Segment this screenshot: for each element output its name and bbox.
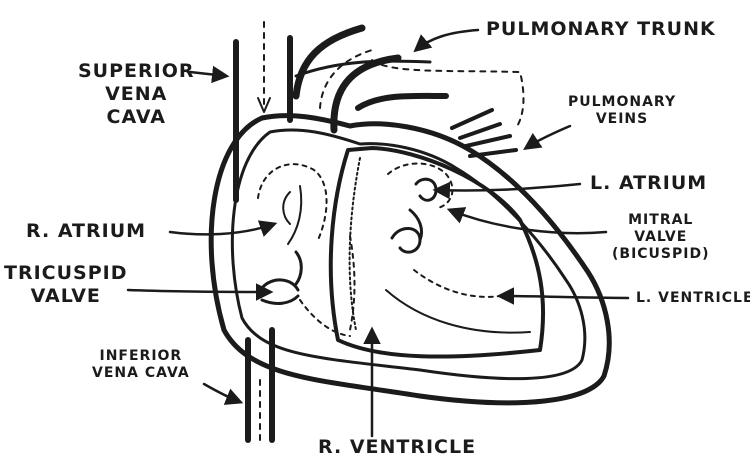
label-tricuspid-valve-line-2: VALVE <box>4 285 127 308</box>
right-ventricle-chamber <box>300 236 355 336</box>
label-superior-vena-cava: SUPERIOR VENA CAVA <box>78 60 195 129</box>
left-atrium-chamber <box>388 164 452 209</box>
label-right-atrium: R. ATRIUM <box>26 220 146 243</box>
label-superior-vena-cava-line-1: SUPERIOR <box>78 60 195 83</box>
pulmonary-veins-vessels <box>452 110 516 156</box>
label-pulmonary-veins: PULMONARY VEINS <box>568 94 676 128</box>
tricuspid-valve-flap <box>262 252 301 303</box>
arrow-mitral-valve <box>450 210 606 233</box>
label-left-atrium: L. ATRIUM <box>590 172 707 195</box>
arrow-left-ventricle <box>500 296 628 298</box>
superior-vena-cava-vessel <box>236 22 290 200</box>
label-mitral-valve-line-3: (BICUSPID) <box>612 246 710 263</box>
label-inferior-vena-cava-line-2: VENA CAVA <box>92 365 190 382</box>
label-pulmonary-trunk: PULMONARY TRUNK <box>486 18 716 41</box>
inferior-vena-cava-vessel <box>248 330 272 440</box>
label-inferior-vena-cava: INFERIOR VENA CAVA <box>92 348 190 382</box>
arrow-right-atrium <box>170 224 274 234</box>
arrow-left-atrium <box>436 184 580 191</box>
label-left-ventricle: L. VENTRICLE <box>636 290 750 307</box>
arrow-tricuspid-valve <box>128 290 270 292</box>
label-right-ventricle: R. VENTRICLE <box>318 436 476 459</box>
left-ventricle-chamber <box>386 270 530 333</box>
label-mitral-valve-line-1: MITRAL <box>612 212 710 229</box>
label-mitral-valve-line-2: VALVE <box>612 229 710 246</box>
arrow-pulmonary-veins <box>526 126 570 148</box>
label-superior-vena-cava-line-2: VENA <box>78 83 195 106</box>
mitral-valve-flap <box>392 210 422 252</box>
label-mitral-valve: MITRAL VALVE (BICUSPID) <box>612 212 710 263</box>
arrow-superior-vena-cava <box>190 72 226 76</box>
label-superior-vena-cava-line-3: CAVA <box>78 106 195 129</box>
right-atrium-chamber <box>258 164 327 244</box>
label-tricuspid-valve: TRICUSPID VALVE <box>4 262 127 308</box>
arrow-inferior-vena-cava <box>204 384 240 402</box>
arrow-pulmonary-trunk <box>416 30 478 50</box>
label-tricuspid-valve-line-1: TRICUSPID <box>4 262 127 285</box>
label-pulmonary-veins-line-2: VEINS <box>568 111 676 128</box>
pulmonary-trunk-vessel <box>296 28 523 130</box>
label-pulmonary-veins-line-1: PULMONARY <box>568 94 676 111</box>
label-inferior-vena-cava-line-1: INFERIOR <box>92 348 190 365</box>
